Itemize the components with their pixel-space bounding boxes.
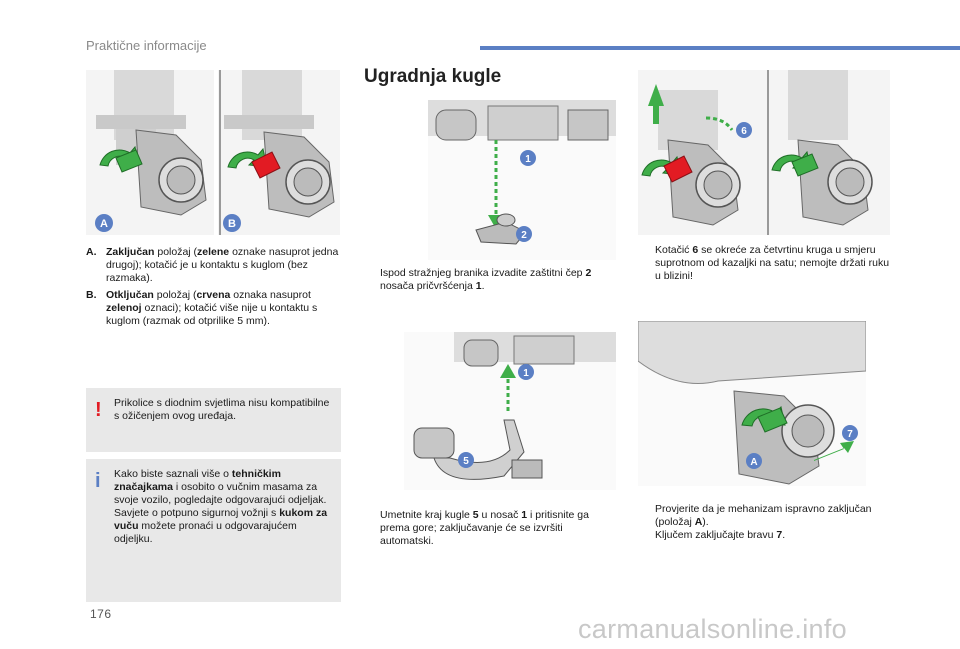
label-b-badge — [223, 214, 241, 232]
state-a-letter: A. — [86, 246, 97, 258]
info-icon: i — [95, 470, 101, 492]
section-title: Ugradnja kugle — [364, 66, 502, 87]
state-b-description: B. Otključan položaj (crvena oznaka nasu… — [86, 289, 318, 327]
illustration-locked-position: A — [86, 70, 214, 235]
page-number: 176 — [90, 607, 112, 621]
position-descriptions: A. Zaključan položaj (zelene oznake nasu… — [86, 246, 341, 332]
state-b-bold: Otključan — [106, 289, 154, 301]
label-b: B — [228, 218, 236, 230]
step-6-badge — [736, 122, 752, 138]
illustration-unlocked-position: B — [218, 70, 340, 235]
state-a-bold: Zaključan — [106, 246, 155, 258]
illustration-remove-cap: 1 2 — [428, 100, 616, 260]
svg-text:1: 1 — [523, 368, 529, 379]
step-check-lock: Provjerite da je mehanizam ispravno zakl… — [639, 503, 894, 542]
svg-text:A: A — [750, 457, 757, 468]
step-remove-cap: Ispod stražnjeg branika izvadite zaštitn… — [364, 267, 619, 293]
bullet-icon — [639, 503, 655, 529]
step-5-badge — [458, 452, 474, 468]
bullet-icon — [364, 267, 380, 293]
step-1-badge — [520, 150, 536, 166]
svg-text:2: 2 — [521, 230, 527, 241]
label-a-badge-2 — [746, 453, 762, 469]
warning-icon: ! — [95, 399, 102, 421]
info-note: i Kako biste saznali više o tehničkim zn… — [86, 459, 341, 602]
illustration-insert-ball: 1 5 — [404, 332, 616, 490]
warning-text: Prikolice s diodnim svjetlima nisu kompa… — [114, 397, 330, 422]
header-title: Praktične informacije — [86, 38, 207, 53]
warning-note: ! Prikolice s diodnim svjetlima nisu kom… — [86, 388, 341, 452]
bullet-icon — [639, 529, 655, 542]
illustration-lock-key: 7 A — [638, 321, 866, 486]
svg-text:1: 1 — [525, 154, 531, 165]
step-1-badge-2 — [518, 364, 534, 380]
label-a-badge — [95, 214, 113, 232]
watermark: carmanualsonline.info — [578, 614, 847, 644]
state-a-description: A. Zaključan položaj (zelene oznake nasu… — [86, 246, 339, 284]
svg-text:7: 7 — [847, 429, 853, 440]
step-insert-ball: Umetnite kraj kugle 5 u nosač 1 i pritis… — [364, 509, 619, 548]
svg-text:6: 6 — [741, 126, 747, 137]
state-b-letter: B. — [86, 289, 97, 301]
header-accent-bar — [480, 46, 960, 50]
bullet-icon — [639, 244, 655, 283]
bullet-icon — [364, 509, 380, 548]
step-7-badge — [842, 425, 858, 441]
step-2-badge — [516, 226, 532, 242]
illustration-knob-rotation: 6 — [638, 70, 890, 235]
label-a: A — [100, 218, 108, 230]
svg-text:5: 5 — [463, 456, 469, 467]
step-knob-rotates: Kotačić 6 se okreće za četvrtinu kruga u… — [639, 244, 894, 283]
